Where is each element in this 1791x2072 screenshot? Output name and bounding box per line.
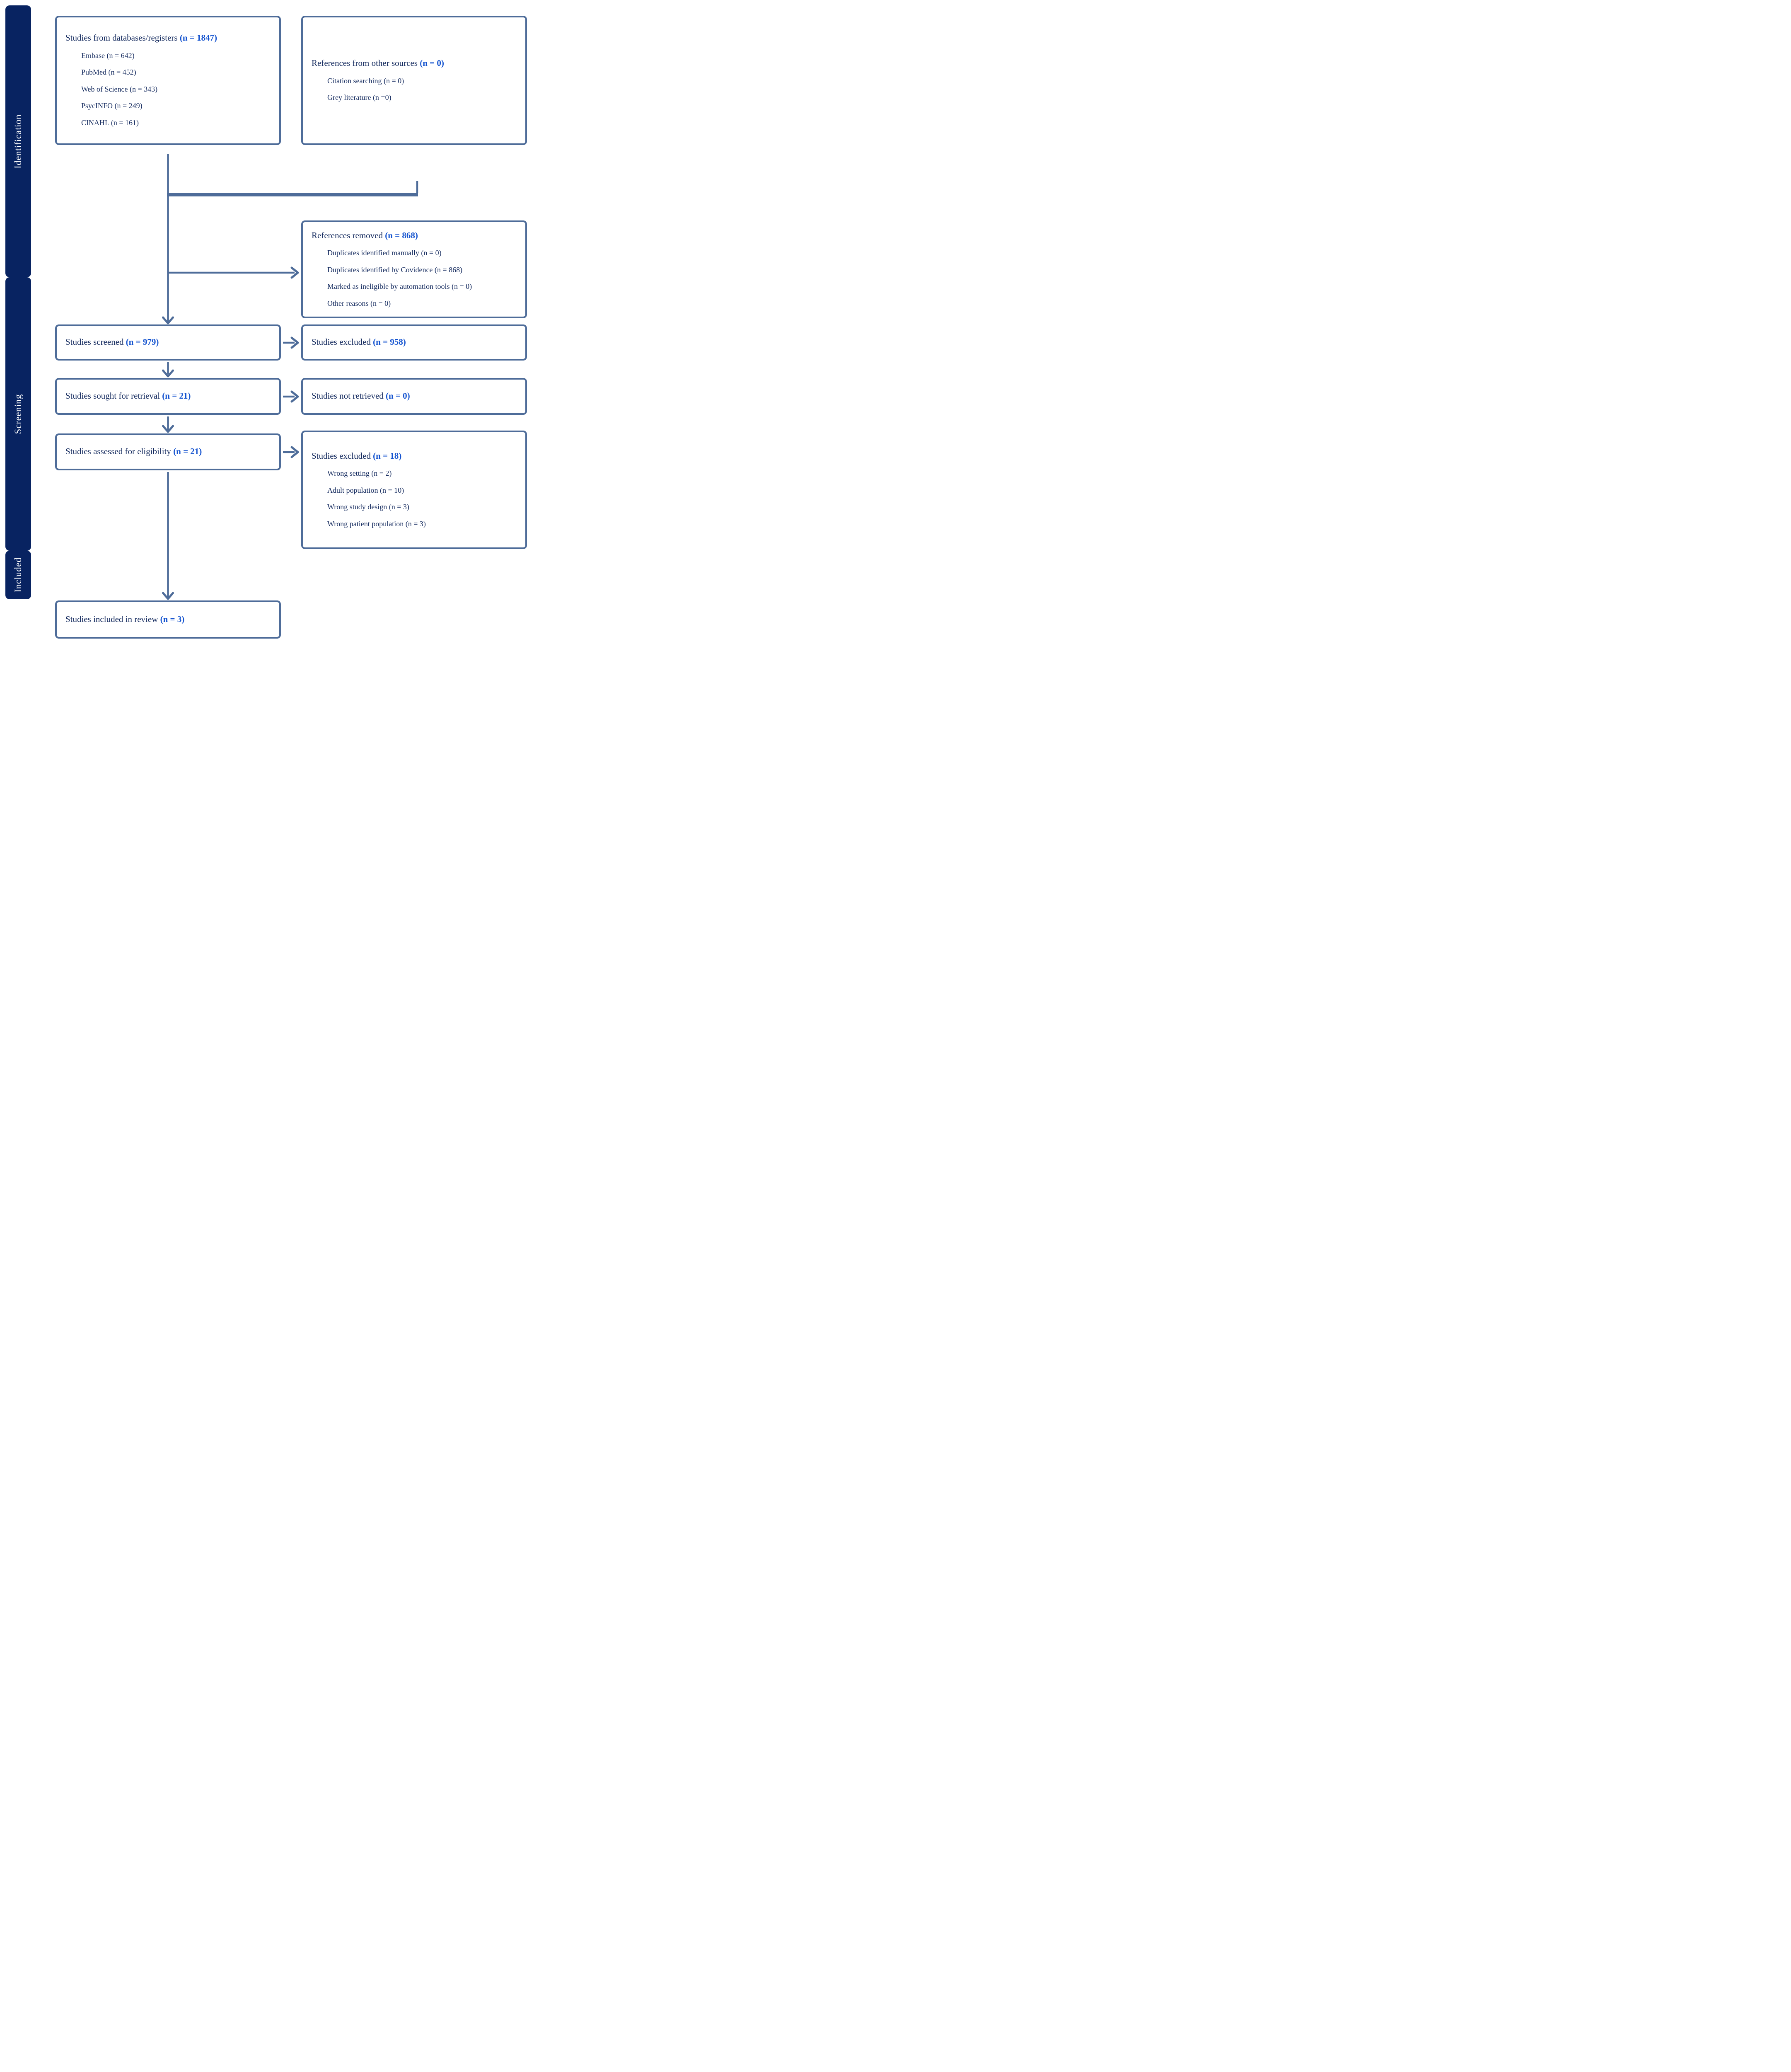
box-databases-title: Studies from databases/registers (n = 18…: [65, 32, 272, 43]
box-references-removed-title: References removed (n = 868): [312, 230, 518, 241]
box-studies-not-retrieved-title-text: Studies not retrieved: [312, 391, 384, 401]
box-studies-sought-title: Studies sought for retrieval (n = 21): [65, 390, 272, 401]
box-studies-assessed-title: Studies assessed for eligibility (n = 21…: [65, 446, 272, 457]
box-databases-count: (n = 1847): [179, 33, 217, 43]
list-item-wrong-study-design: Wrong study design (n = 3): [327, 503, 409, 511]
sidebar-stage-screening: Screening: [5, 277, 31, 551]
list-item-duplicates-manual: Duplicates identified manually (n = 0): [327, 248, 442, 257]
box-studies-excluded-eligibility-title: Studies excluded (n = 18): [312, 450, 518, 461]
box-studies-included-title-text: Studies included in review: [65, 614, 158, 624]
list-item-wrong-setting: Wrong setting (n = 2): [327, 469, 392, 477]
list-item-citation-searching: Citation searching (n = 0): [327, 76, 404, 85]
box-studies-assessed: Studies assessed for eligibility (n = 21…: [55, 433, 281, 470]
box-studies-not-retrieved-title: Studies not retrieved (n = 0): [312, 390, 518, 401]
box-studies-excluded-screening-title-text: Studies excluded: [312, 337, 371, 347]
list-item-embase: Embase (n = 642): [81, 51, 135, 60]
box-studies-assessed-title-text: Studies assessed for eligibility: [65, 446, 171, 457]
box-references-removed: References removed (n = 868) Duplicates …: [301, 220, 527, 318]
list-item-cinahl: CINAHL (n = 161): [81, 119, 139, 127]
box-studies-excluded-eligibility-title-text: Studies excluded: [312, 450, 371, 461]
list-item-ineligible-automation: Marked as ineligible by automation tools…: [327, 282, 472, 291]
box-studies-sought: Studies sought for retrieval (n = 21): [55, 378, 281, 415]
stage-label-identification: Identification: [13, 114, 23, 169]
arrowhead-references-removed: [290, 266, 299, 279]
arrowhead-not-retrieved: [290, 390, 299, 403]
box-other-sources-title-text: References from other sources: [312, 58, 418, 68]
box-studies-screened: Studies screened (n = 979): [55, 324, 281, 361]
arrowhead-included: [162, 592, 174, 600]
arrowhead-screened: [162, 316, 174, 324]
box-references-removed-title-text: References removed: [312, 230, 383, 240]
arrowhead-assessed: [162, 425, 174, 433]
arrowhead-excluded-screening: [290, 336, 299, 349]
box-studies-excluded-screening-count: (n = 958): [373, 337, 406, 347]
box-studies-not-retrieved: Studies not retrieved (n = 0): [301, 378, 527, 415]
list-item-pubmed: PubMed (n = 452): [81, 68, 136, 77]
box-studies-included: Studies included in review (n = 3): [55, 600, 281, 639]
box-databases: Studies from databases/registers (n = 18…: [55, 16, 281, 145]
sidebar-stage-included: Included: [5, 551, 31, 599]
arrowhead-sought: [162, 369, 174, 378]
stage-label-included: Included: [13, 557, 23, 593]
list-item-duplicates-covidence: Duplicates identified by Covidence (n = …: [327, 265, 463, 274]
box-other-sources-title: References from other sources (n = 0): [312, 58, 518, 68]
box-studies-excluded-screening-title: Studies excluded (n = 958): [312, 336, 518, 347]
box-studies-included-count: (n = 3): [160, 614, 185, 624]
list-item-grey-literature: Grey literature (n =0): [327, 93, 392, 102]
box-studies-excluded-eligibility: Studies excluded (n = 18) Wrong setting …: [301, 431, 527, 549]
box-other-sources-count: (n = 0): [420, 58, 444, 68]
box-studies-assessed-count: (n = 21): [173, 446, 202, 457]
box-studies-screened-title-text: Studies screened: [65, 337, 124, 347]
box-studies-sought-title-text: Studies sought for retrieval: [65, 391, 160, 401]
stage-label-screening: Screening: [13, 394, 23, 434]
box-studies-included-title: Studies included in review (n = 3): [65, 614, 272, 625]
list-item-adult-population: Adult population (n = 10): [327, 486, 404, 494]
box-studies-excluded-eligibility-count: (n = 18): [373, 450, 402, 461]
box-studies-excluded-screening: Studies excluded (n = 958): [301, 324, 527, 361]
list-item-other-reasons: Other reasons (n = 0): [327, 299, 391, 307]
prisma-flow-diagram: Identification Screening Included: [0, 0, 537, 648]
box-studies-not-retrieved-count: (n = 0): [386, 391, 410, 401]
list-item-wrong-patient-population: Wrong patient population (n = 3): [327, 519, 426, 528]
sidebar-stage-identification: Identification: [5, 5, 31, 277]
box-studies-screened-count: (n = 979): [126, 337, 159, 347]
box-databases-title-text: Studies from databases/registers: [65, 33, 178, 43]
list-item-web-of-science: Web of Science (n = 343): [81, 85, 158, 93]
box-studies-sought-count: (n = 21): [162, 391, 191, 401]
box-references-removed-count: (n = 868): [385, 230, 418, 240]
box-studies-screened-title: Studies screened (n = 979): [65, 336, 272, 347]
list-item-psycinfo: PsycINFO (n = 249): [81, 102, 143, 110]
box-other-sources: References from other sources (n = 0) Ci…: [301, 16, 527, 145]
arrowhead-excluded-eligibility: [290, 446, 299, 458]
